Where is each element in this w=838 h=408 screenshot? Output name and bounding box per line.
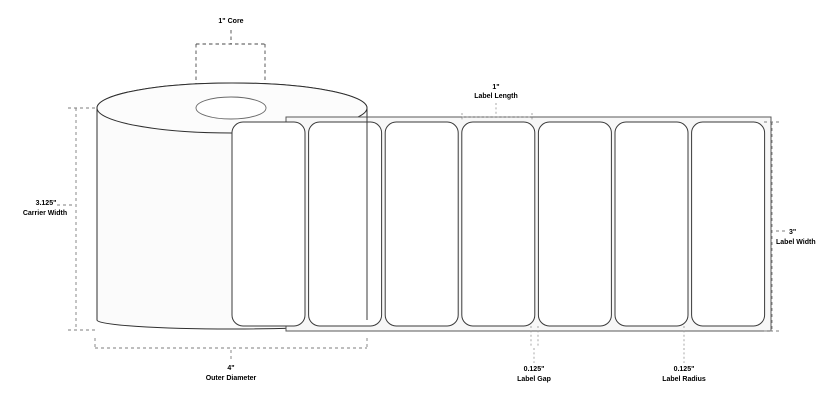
label-radius-label: Label Radius bbox=[662, 376, 706, 383]
label-width-value: 3" bbox=[789, 229, 796, 236]
label-item-3[interactable] bbox=[384, 121, 459, 327]
label-width-dimension-group: 3" Label Width bbox=[764, 121, 816, 332]
label-radius-value: 0.125" bbox=[674, 366, 695, 373]
label-radius-dimension-group: 0.125" Label Radius bbox=[662, 326, 706, 383]
label-item-4[interactable] bbox=[461, 121, 536, 327]
label-item-1[interactable] bbox=[231, 121, 306, 327]
label-length-dimension-group: 1" Label Length bbox=[461, 84, 533, 121]
label-length-value: 1" bbox=[492, 84, 499, 91]
label-gap-dimension-group: 0.125" Label Gap bbox=[517, 326, 551, 383]
outer-diameter-dimension-group: 4" Outer Diameter bbox=[94, 338, 368, 382]
label-gap-label: Label Gap bbox=[517, 376, 551, 383]
label-gap-value: 0.125" bbox=[524, 366, 545, 373]
label-set-group bbox=[231, 121, 766, 327]
carrier-width-value: 3.125" bbox=[36, 200, 57, 207]
core-dimension-text: 1"Core bbox=[218, 18, 243, 25]
core-label: Core bbox=[228, 18, 244, 25]
label-length-label: Label Length bbox=[474, 93, 518, 100]
outer-diameter-label: Outer Diameter bbox=[206, 375, 257, 382]
label-item-5[interactable] bbox=[537, 121, 612, 327]
label-item-6[interactable] bbox=[614, 121, 689, 327]
core-value: 1" bbox=[218, 18, 225, 25]
roll-core-hole bbox=[195, 96, 267, 120]
carrier-width-label: Carrier Width bbox=[23, 210, 67, 217]
label-width-label: Label Width bbox=[776, 239, 816, 246]
carrier-width-dimension-group: 3.125" Carrier Width bbox=[23, 107, 97, 331]
label-item-7[interactable] bbox=[691, 121, 766, 327]
label-item-2[interactable] bbox=[308, 121, 383, 327]
outer-diameter-value: 4" bbox=[227, 365, 234, 372]
